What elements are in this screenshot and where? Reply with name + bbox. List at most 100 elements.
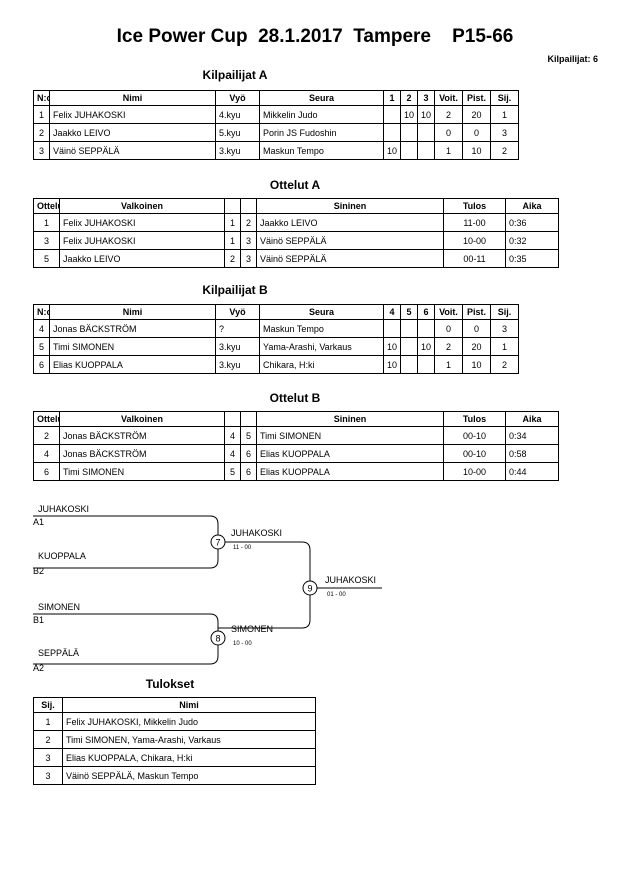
cell-m1: 10 xyxy=(383,337,401,356)
pool-b-title: Kilpailijat B xyxy=(202,283,268,297)
participant-count: Kilpailijat: 6 xyxy=(547,54,598,64)
cell-bn: 6 xyxy=(240,462,257,481)
col-rank: Sij. xyxy=(33,697,63,713)
cell-match: 3 xyxy=(33,231,60,250)
col-result: Tulos xyxy=(443,411,506,427)
table-row: 5 Timi SIMONEN 3.kyu Yama-Arashi, Varkau… xyxy=(33,337,519,356)
semi1-bottom-seed: B2 xyxy=(33,566,44,576)
col-blue: Sininen xyxy=(256,411,444,427)
semi2-top-name: SIMONEN xyxy=(38,602,80,612)
cell-match: 2 xyxy=(33,426,60,445)
cell-points: 0 xyxy=(462,123,491,142)
match-9-number: 9 xyxy=(307,584,312,594)
cell-white: Jaakko LEIVO xyxy=(59,249,225,268)
pool-a-title: Kilpailijat A xyxy=(202,68,268,82)
table-row: 1 Felix JUHAKOSKI 4.kyu Mikkelin Judo 10… xyxy=(33,105,519,124)
table-row: 2 Timi SIMONEN, Yama-Arashi, Varkaus xyxy=(33,730,316,749)
cell-name: Felix JUHAKOSKI, Mikkelin Judo xyxy=(62,712,316,731)
col-time: Aika xyxy=(505,198,559,214)
cell-bn: 3 xyxy=(240,231,257,250)
table-header: Ottelu Valkoinen Sininen Tulos Aika xyxy=(33,198,559,214)
cell-blue: Timi SIMONEN xyxy=(256,426,444,445)
cell-wins: 2 xyxy=(434,105,463,124)
cell-name: Timi SIMONEN, Yama-Arashi, Varkaus xyxy=(62,730,316,749)
semi2-bottom-name: SEPPÄLÄ xyxy=(38,648,79,658)
cell-wn: 1 xyxy=(224,231,241,250)
cell-m3 xyxy=(417,355,435,374)
cell-rank: 1 xyxy=(490,105,519,124)
results-table: Sij. Nimi 1 Felix JUHAKOSKI, Mikkelin Ju… xyxy=(33,697,316,785)
cell-m3: 10 xyxy=(417,337,435,356)
col-name: Nimi xyxy=(62,697,316,713)
match-8-number: 8 xyxy=(215,634,220,644)
col-points: Pist. xyxy=(462,90,491,106)
semi2-winner: SIMONEN xyxy=(231,624,273,634)
cell-wn: 5 xyxy=(224,462,241,481)
col-m2: 2 xyxy=(400,90,418,106)
cell-club: Maskun Tempo xyxy=(259,319,384,338)
col-rank: Sij. xyxy=(490,90,519,106)
cell-m1: 10 xyxy=(383,355,401,374)
match-9-badge xyxy=(302,580,318,596)
col-no: N:o xyxy=(33,90,50,106)
cell-points: 20 xyxy=(462,105,491,124)
cell-m1 xyxy=(383,319,401,338)
cell-points: 10 xyxy=(462,141,491,160)
table-row: 4 Jonas BÄCKSTRÖM ? Maskun Tempo 0 0 3 xyxy=(33,319,519,338)
cell-belt: 3.kyu xyxy=(215,337,260,356)
cell-club: Chikara, H:ki xyxy=(259,355,384,374)
cell-no: 3 xyxy=(33,141,50,160)
cell-white: Felix JUHAKOSKI xyxy=(59,231,225,250)
semi1-score: 11 - 00 xyxy=(233,545,252,551)
cell-club: Mikkelin Judo xyxy=(259,105,384,124)
col-wins: Voit. xyxy=(434,90,463,106)
cell-name: Timi SIMONEN xyxy=(49,337,216,356)
cell-club: Porin JS Fudoshin xyxy=(259,123,384,142)
cell-name: Väinö SEPPÄLÄ xyxy=(49,141,216,160)
table-header: Sij. Nimi xyxy=(33,697,316,713)
cell-m3: 10 xyxy=(417,105,435,124)
page-title: Ice Power Cup 28.1.2017 Tampere P15-66 xyxy=(116,26,514,47)
table-row: 1 Felix JUHAKOSKI 1 2 Jaakko LEIVO 11-00… xyxy=(33,213,559,232)
cell-m2 xyxy=(400,355,418,374)
table-row: 6 Elias KUOPPALA 3.kyu Chikara, H:ki 10 … xyxy=(33,355,519,374)
cell-wins: 0 xyxy=(434,123,463,142)
cell-bn: 5 xyxy=(240,426,257,445)
cell-blue: Elias KUOPPALA xyxy=(256,444,444,463)
cell-club: Maskun Tempo xyxy=(259,141,384,160)
cell-rank: 1 xyxy=(490,337,519,356)
cell-time: 0:36 xyxy=(505,213,559,232)
col-m1: 4 xyxy=(383,304,401,320)
col-bn xyxy=(240,411,257,427)
cell-rank: 3 xyxy=(490,123,519,142)
match-7-number: 7 xyxy=(215,538,220,548)
matches-b-title: Ottelut B xyxy=(269,391,321,405)
pool-b-table: N:o Nimi Vyö Seura 4 5 6 Voit. Pist. Sij… xyxy=(33,304,519,374)
cell-result: 00-10 xyxy=(443,426,506,445)
cell-white: Timi SIMONEN xyxy=(59,462,225,481)
table-row: 2 Jonas BÄCKSTRÖM 4 5 Timi SIMONEN 00-10… xyxy=(33,426,559,445)
cell-no: 6 xyxy=(33,355,50,374)
cell-wn: 2 xyxy=(224,249,241,268)
cell-club: Yama-Arashi, Varkaus xyxy=(259,337,384,356)
cell-rank: 3 xyxy=(490,319,519,338)
cell-belt: 3.kyu xyxy=(215,355,260,374)
cell-name: Jonas BÄCKSTRÖM xyxy=(49,319,216,338)
match-8-badge xyxy=(210,630,226,646)
col-name: Nimi xyxy=(49,304,216,320)
cell-belt: 3.kyu xyxy=(215,141,260,160)
cell-m2: 10 xyxy=(400,105,418,124)
cell-m2 xyxy=(400,319,418,338)
cell-wins: 1 xyxy=(434,355,463,374)
cell-blue: Väinö SEPPÄLÄ xyxy=(256,249,444,268)
cell-rank: 2 xyxy=(490,141,519,160)
col-club: Seura xyxy=(259,90,384,106)
table-row: 5 Jaakko LEIVO 2 3 Väinö SEPPÄLÄ 00-11 0… xyxy=(33,249,559,268)
col-wn xyxy=(224,411,241,427)
cell-rank: 3 xyxy=(33,766,63,785)
col-belt: Vyö xyxy=(215,304,260,320)
cell-match: 1 xyxy=(33,213,60,232)
col-blue: Sininen xyxy=(256,198,444,214)
table-header: N:o Nimi Vyö Seura 4 5 6 Voit. Pist. Sij… xyxy=(33,304,519,320)
cell-points: 20 xyxy=(462,337,491,356)
